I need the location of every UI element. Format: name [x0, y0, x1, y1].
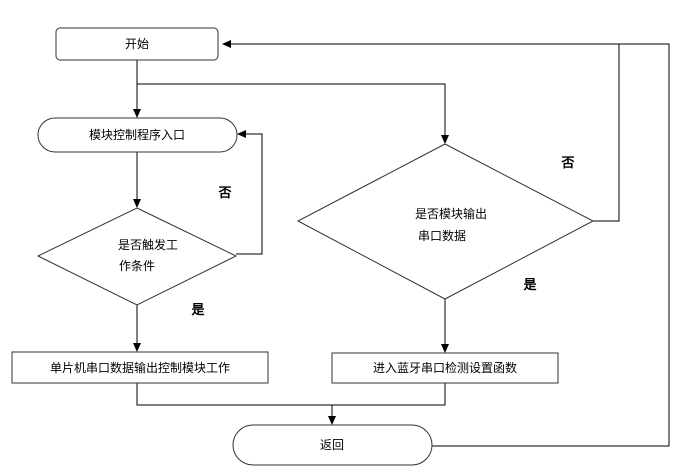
serial-check-line1: 是否模块输出: [415, 206, 487, 221]
edge-trigger-no: [236, 133, 263, 255]
serial-decision-diamond: [296, 143, 595, 300]
node-module-entry: 模块控制程序入口: [37, 117, 238, 153]
edge-start-to-serial-check: [137, 83, 446, 138]
trigger-no-label: 否: [217, 186, 231, 201]
node-mcu-serial-control: 单片机串口数据输出控制模块工作: [11, 351, 269, 384]
arrowhead-trigger: [133, 199, 141, 208]
mcu-serial-control-label: 单片机串口数据输出控制模块工作: [50, 360, 230, 375]
arrowhead-trigger-no: [237, 130, 246, 138]
return-terminator: [232, 424, 433, 466]
arrowhead-entry: [133, 109, 141, 118]
node-start: 开始: [55, 27, 219, 61]
arrowheads: [133, 40, 449, 425]
arrowhead-return: [328, 416, 336, 425]
node-trigger-condition: 是否触发工 作条件: [36, 207, 238, 306]
module-entry-label: 模块控制程序入口: [89, 127, 185, 142]
node-bluetooth-check: 进入蓝牙串口检测设置函数: [331, 352, 559, 384]
edge-bluetooth-to-merge: [332, 383, 446, 406]
return-label: 返回: [320, 438, 344, 452]
trigger-yes-label: 是: [190, 303, 205, 318]
edge-serial-no: [228, 43, 620, 222]
start-label: 开始: [125, 37, 149, 51]
start-box: [55, 27, 219, 61]
edge-mcu-to-merge: [136, 383, 332, 406]
connectors: [136, 43, 670, 447]
arrowhead-bluetooth: [441, 344, 449, 353]
serial-no-label: 否: [560, 156, 574, 171]
trigger-condition-line1: 是否触发工: [118, 237, 178, 252]
node-serial-output-check: 是否模块输出 串口数据: [296, 143, 595, 300]
node-return: 返回: [232, 424, 433, 466]
module-entry-terminator: [37, 117, 238, 153]
trigger-decision-diamond: [36, 207, 238, 306]
arrowhead-mcu: [133, 343, 141, 352]
arrowhead-serial-check: [441, 135, 449, 144]
bluetooth-check-box: [331, 352, 559, 384]
trigger-condition-line2: 作条件: [119, 259, 155, 273]
edge-return-to-start: [432, 43, 670, 447]
bluetooth-check-label: 进入蓝牙串口检测设置函数: [373, 360, 517, 375]
serial-check-line2: 串口数据: [418, 228, 466, 243]
mcu-serial-control-box: [11, 351, 269, 384]
serial-yes-label: 是: [522, 278, 537, 293]
arrowhead-start: [222, 40, 231, 48]
